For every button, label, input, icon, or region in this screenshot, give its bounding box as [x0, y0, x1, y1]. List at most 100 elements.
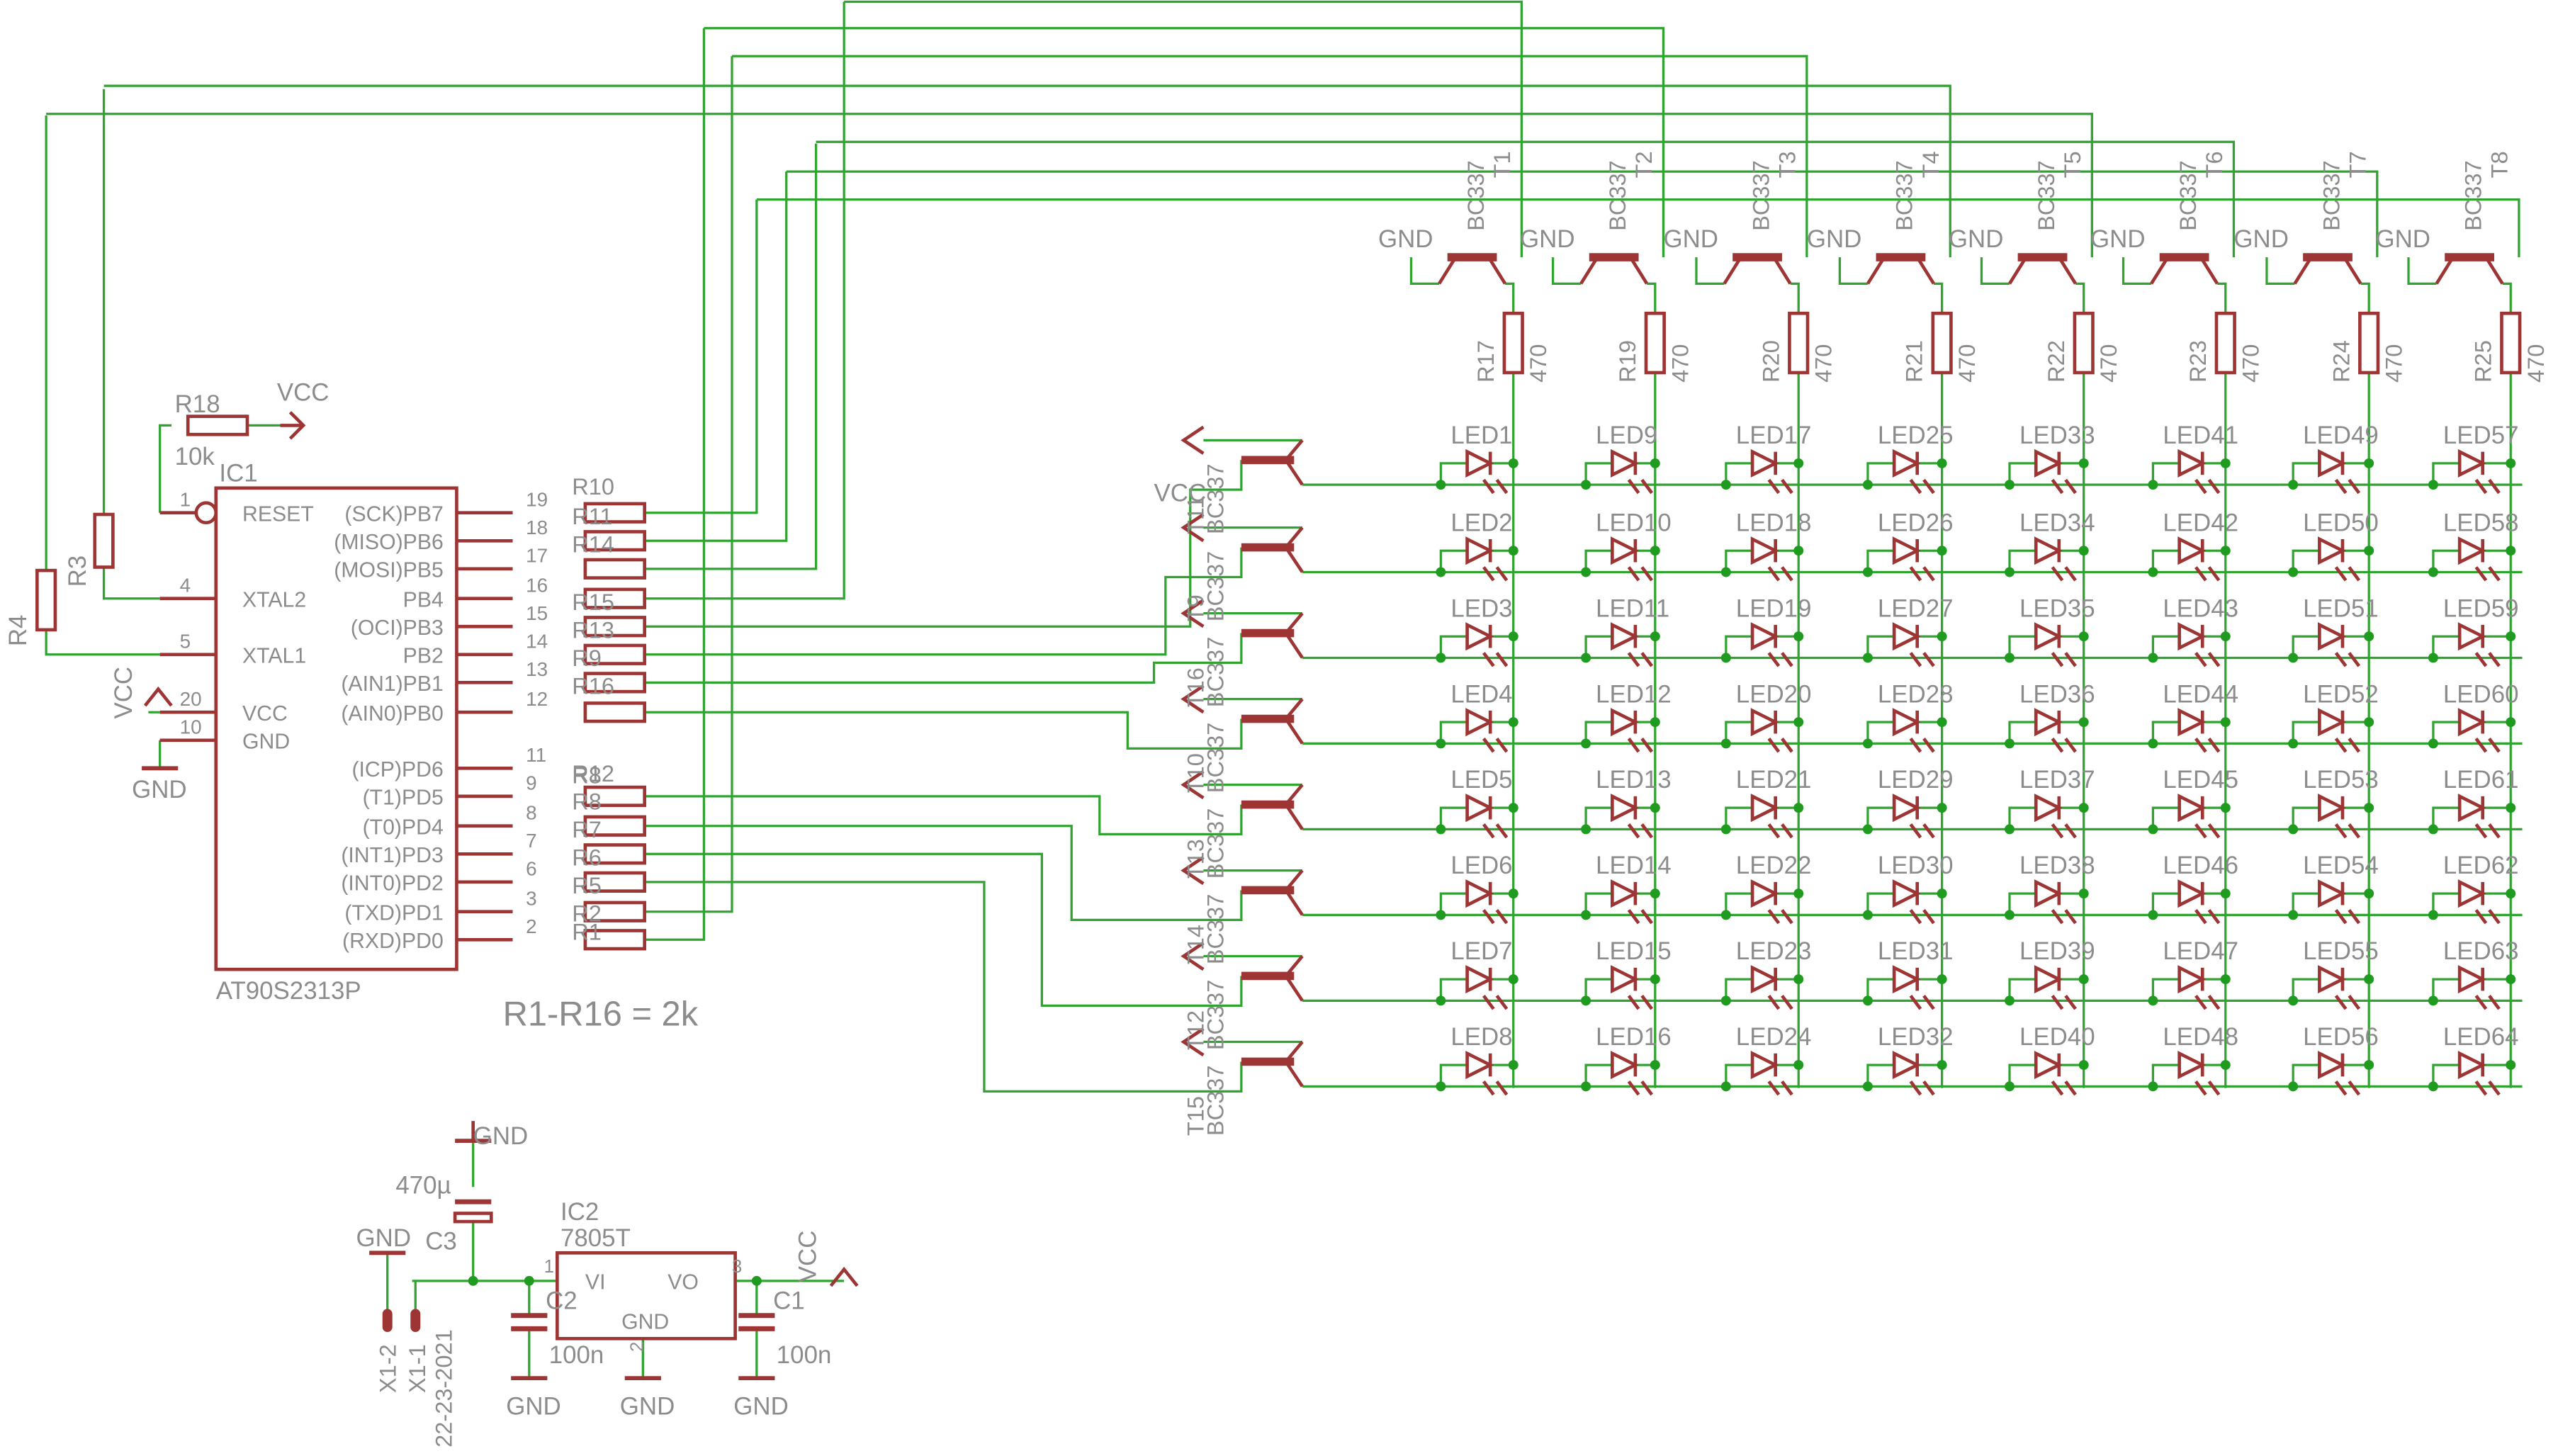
junction-dot: [2005, 910, 2015, 920]
mcu-pin-number: 11: [526, 744, 546, 766]
junction-dot: [2364, 803, 2374, 813]
row-transistor-collector: [1284, 955, 1304, 977]
wire: [2151, 635, 2180, 658]
wire: [1584, 635, 1613, 658]
led-ray: [1767, 994, 1781, 1010]
led-ray: [2334, 994, 2348, 1010]
transistor-collector: [1487, 256, 1507, 285]
regulator-ref: IC2: [560, 1198, 599, 1226]
junction-dot: [1581, 480, 1591, 490]
junction-dot: [2148, 910, 2158, 920]
gnd-label: GND: [506, 1392, 561, 1420]
led-symbol: [1892, 622, 1921, 651]
led-ray: [2348, 994, 2361, 1010]
column-transistor-part: BC337: [1605, 160, 1630, 231]
led-symbol: [2457, 1051, 2486, 1080]
mcu-pin-label: (INT1)PD3: [341, 844, 443, 867]
cap-value: 100n: [549, 1341, 604, 1369]
series-resistor: [583, 701, 646, 723]
junction-dot: [2005, 1081, 2015, 1092]
gnd-label: GND: [1807, 225, 1862, 253]
led-symbol: [2177, 794, 2207, 823]
wire: [644, 711, 1243, 750]
led-symbol: [1610, 1051, 1640, 1080]
led-ray: [2348, 738, 2361, 753]
wire: [1866, 462, 1895, 485]
led-ray: [1495, 823, 1509, 839]
vcc-label: VCC: [1154, 479, 1207, 507]
column-transistor-part: BC337: [1463, 160, 1489, 231]
led-label: LED36: [2019, 680, 2095, 708]
junction-dot: [2364, 974, 2374, 985]
led-label: LED17: [1736, 422, 1812, 449]
c3-ref: C3: [425, 1228, 457, 1255]
led-ray: [2334, 823, 2348, 839]
row-transistor-part: BC337: [1202, 894, 1228, 965]
led-ray: [1627, 1080, 1640, 1096]
led-label: LED54: [2303, 852, 2379, 879]
junction-dot: [1650, 631, 1660, 642]
wire: [1409, 257, 1440, 285]
column-resistor: [2358, 311, 2380, 375]
led-label: LED57: [2443, 422, 2519, 449]
column-feed-wire: [46, 113, 2093, 258]
row-transistor-ref: T13: [1183, 839, 1208, 879]
junction-dot: [1436, 1081, 1446, 1092]
led-label: LED9: [1596, 422, 1657, 449]
junction-dot: [2288, 824, 2299, 835]
led-symbol: [1750, 622, 1779, 651]
led-ray: [1767, 566, 1781, 582]
row-transistor-ref: T11: [1183, 496, 1208, 534]
regulator-part: 7805T: [560, 1224, 631, 1252]
led-ray: [1482, 652, 1495, 667]
column-feed-wire: [704, 27, 1665, 258]
led-ray: [1767, 1080, 1781, 1096]
series-resistor-label: R8: [572, 762, 602, 788]
led-ray: [1627, 994, 1640, 1010]
mcu-pin-label: (AIN0)PB0: [341, 702, 444, 726]
junction-dot: [2428, 824, 2438, 835]
led-label: LED24: [1736, 1023, 1812, 1051]
led-label: LED50: [2303, 509, 2379, 536]
junction-dot: [1793, 717, 1804, 728]
led-ray: [1482, 909, 1495, 925]
led-symbol: [2457, 622, 2486, 651]
led-ray: [2207, 823, 2221, 839]
led-symbol: [1892, 794, 1921, 823]
led-ray: [2474, 994, 2488, 1010]
transistor-collector: [2199, 256, 2219, 285]
junction-dot: [1581, 995, 1591, 1006]
led-symbol: [2177, 965, 2207, 994]
led-symbol: [2318, 965, 2347, 994]
transistor-collector: [2484, 256, 2504, 285]
led-ray: [1909, 994, 1922, 1010]
wire: [1439, 892, 1467, 915]
junction-dot: [2005, 824, 2015, 835]
junction-dot: [2506, 458, 2516, 468]
led-label: LED38: [2019, 852, 2095, 879]
led-label: LED21: [1736, 766, 1812, 794]
mcu-pin-label: (AIN1)PB1: [341, 672, 444, 696]
junction-dot: [2220, 546, 2231, 556]
row-transistor-ref: T16: [1183, 667, 1208, 707]
wire: [1725, 978, 1753, 1001]
wire: [2151, 1063, 2180, 1087]
vcc-arrow: [288, 411, 306, 440]
wire: [644, 795, 1243, 836]
column-transistor-ref: T3: [1775, 151, 1801, 178]
row-vcc-arrow: [1181, 941, 1205, 971]
led-symbol: [1750, 965, 1779, 994]
led-label: LED44: [2163, 680, 2238, 708]
led-label: LED59: [2443, 594, 2519, 622]
column-resistor: [2500, 311, 2522, 375]
gnd-label: GND: [620, 1392, 675, 1420]
row-vcc-arrow: [1181, 1027, 1205, 1057]
junction-dot: [1436, 653, 1446, 663]
led-symbol: [1750, 448, 1779, 478]
mcu-pin-label: XTAL2: [242, 588, 306, 611]
led-ray: [1640, 1080, 1654, 1096]
series-resistor-label: R7: [572, 817, 602, 842]
connector-pin-label: X1-2: [375, 1344, 400, 1393]
junction-dot: [1581, 653, 1591, 663]
mcu-pin-number: 6: [526, 858, 537, 880]
